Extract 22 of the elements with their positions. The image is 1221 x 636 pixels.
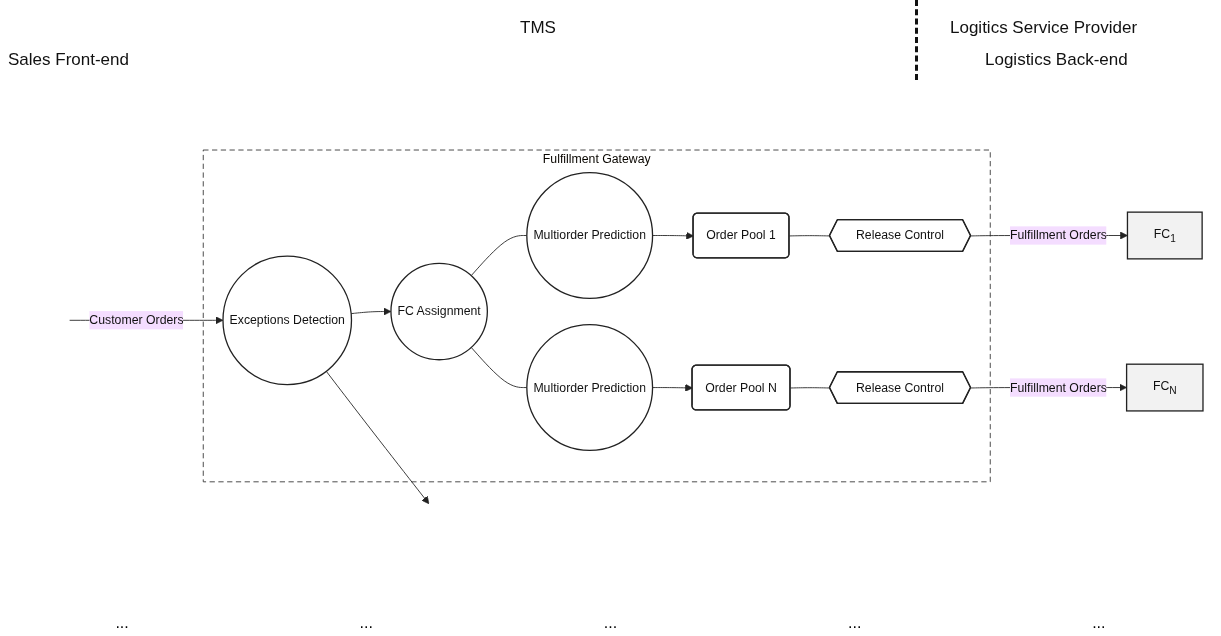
process-node: Multiorder Prediction	[526, 324, 654, 452]
process-node: Release Control	[828, 219, 972, 252]
zone-heading: Sales Front-end	[8, 50, 129, 70]
edge-label: Customer Orders	[89, 312, 184, 327]
process-node: FC$_{N}$	[1125, 363, 1204, 412]
edge-label: Fulfillment Orders	[1009, 228, 1107, 243]
process-node: Order Pool 1	[692, 212, 790, 259]
ellipsis-text: ...	[115, 614, 129, 632]
process-node: Multiorder Prediction	[526, 171, 654, 299]
ellipsis-text: ...	[603, 614, 618, 632]
process-node: Order Pool N	[691, 364, 791, 411]
zone-heading: Logistics Back-end	[985, 50, 1128, 70]
ellipsis-text: ...	[359, 614, 373, 632]
process-node: Release Control	[828, 371, 972, 404]
ellipsis-text: ...	[1092, 614, 1106, 632]
process-node: FC$_{1}$	[1126, 211, 1203, 260]
zone-heading: Logitics Service Provider	[950, 18, 1138, 38]
process-node: FC Assignment	[390, 262, 489, 361]
process-node: Exceptions Detection	[222, 255, 353, 386]
edge-label: Fulfillment Orders	[1009, 380, 1107, 395]
ellipsis-text: ...	[848, 614, 862, 632]
zone-heading: TMS	[520, 18, 556, 38]
